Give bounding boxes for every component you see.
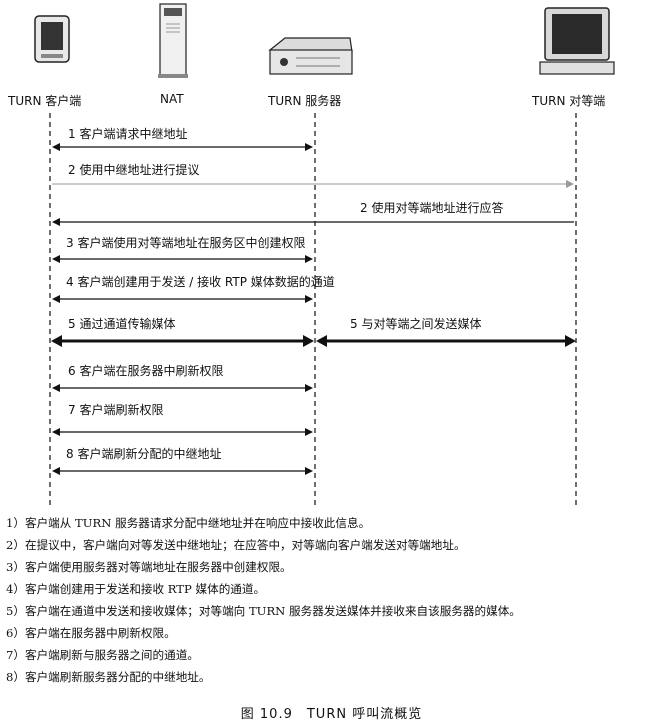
client-label: TURN 客户端 [8, 94, 82, 108]
note-2: 2）在提议中，客户端向对等发送中继地址；在应答中，对等端向客户端发送对等端地址。 [6, 538, 466, 552]
message-7: 7 客户端刷新权限 [52, 402, 313, 436]
message-3: 3 客户端使用对等端地址在服务区中创建权限 [52, 235, 313, 263]
message-8-label: 8 客户端刷新分配的中继地址 [66, 446, 221, 461]
monitor-icon [539, 7, 615, 75]
message-2-offer-label: 2 使用中继地址进行提议 [68, 162, 199, 177]
message-2-answer-label: 2 使用对等端地址进行应答 [360, 200, 503, 215]
notes-list: 1）客户端从 TURN 服务器请求分配中继地址并在响应中接收此信息。 2）在提议… [6, 512, 656, 688]
message-5-peer: 5 与对等端之间发送媒体 [316, 316, 576, 347]
message-1: 1 客户端请求中继地址 [52, 126, 313, 151]
message-6-label: 6 客户端在服务器中刷新权限 [68, 363, 223, 378]
message-7-label: 7 客户端刷新权限 [68, 402, 163, 417]
message-2-offer: 2 使用中继地址进行提议 [52, 162, 574, 188]
server-label: TURN 服务器 [268, 94, 342, 108]
note-3: 3）客户端使用服务器对等端地址在服务器中创建权限。 [6, 560, 292, 574]
sequence-diagram: 1 客户端请求中继地址 2 使用中继地址进行提议 2 使用对等端地址进行应答 3… [34, 3, 615, 505]
message-6: 6 客户端在服务器中刷新权限 [52, 363, 313, 392]
message-1-label: 1 客户端请求中继地址 [68, 126, 187, 141]
nat-label: NAT [160, 92, 184, 106]
note-6: 6）客户端在服务器中刷新权限。 [6, 626, 176, 640]
message-2-answer: 2 使用对等端地址进行应答 [52, 200, 574, 226]
message-5-peer-label: 5 与对等端之间发送媒体 [350, 316, 481, 331]
peer-label: TURN 对等端 [532, 94, 606, 108]
message-4-label: 4 客户端创建用于发送 / 接收 RTP 媒体数据的通道 [66, 274, 335, 289]
message-3-label: 3 客户端使用对等端地址在服务区中创建权限 [66, 235, 305, 250]
figure-caption: 图 10.9 TURN 呼叫流概览 [240, 707, 423, 722]
note-1: 1）客户端从 TURN 服务器请求分配中继地址并在响应中接收此信息。 [6, 516, 371, 530]
message-5-channel: 5 通过通道传输媒体 [51, 316, 314, 347]
note-4: 4）客户端创建用于发送和接收 RTP 媒体的通道。 [6, 582, 266, 596]
server-box-icon [268, 37, 353, 75]
message-4: 4 客户端创建用于发送 / 接收 RTP 媒体数据的通道 [52, 274, 335, 303]
message-5-channel-label: 5 通过通道传输媒体 [68, 316, 175, 331]
note-7: 7）客户端刷新与服务器之间的通道。 [6, 648, 199, 662]
message-8: 8 客户端刷新分配的中继地址 [52, 446, 313, 475]
client-device-icon [34, 15, 70, 63]
note-8: 8）客户端刷新服务器分配的中继地址。 [6, 670, 211, 684]
nat-tower-icon [158, 3, 188, 78]
note-5: 5）客户端在通道中发送和接收媒体；对等端向 TURN 服务器发送媒体并接收来自该… [6, 604, 521, 618]
